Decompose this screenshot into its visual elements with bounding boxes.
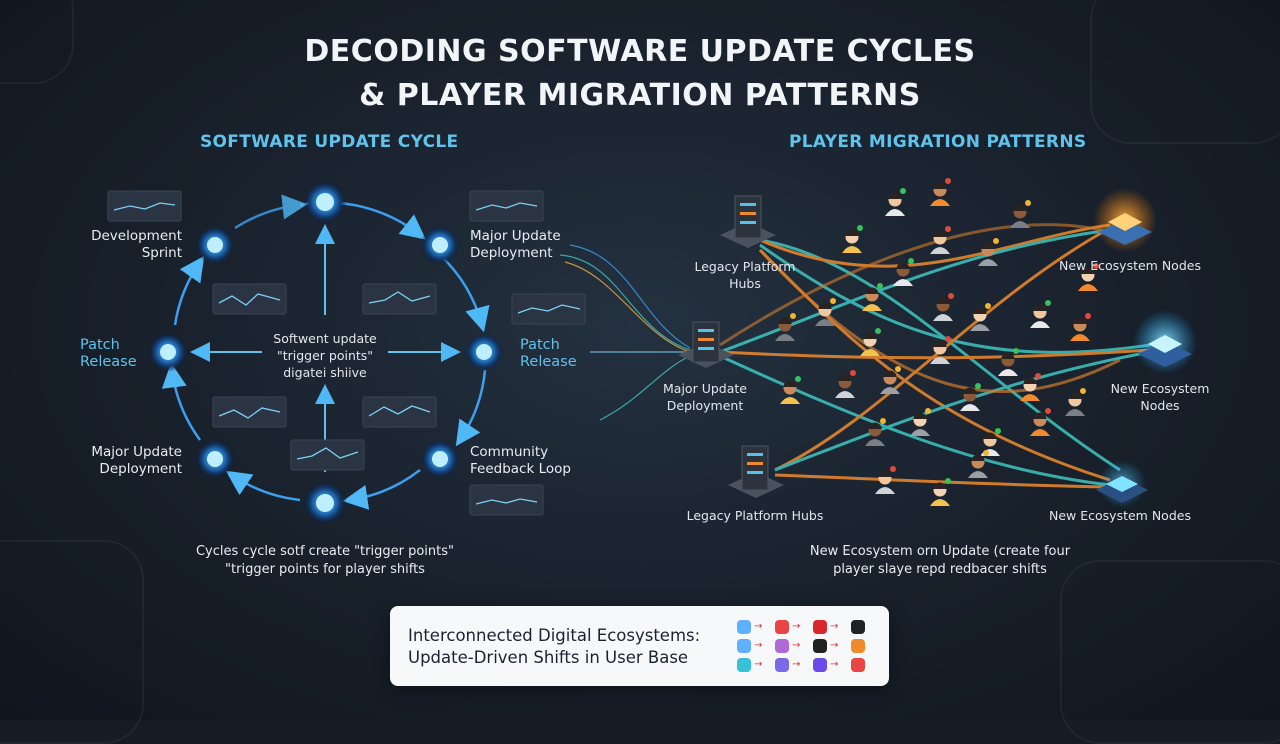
- arrow-right-icon: →: [754, 640, 763, 651]
- app-icon: [851, 639, 865, 653]
- app-icon: [813, 658, 827, 672]
- app-icon: [851, 658, 865, 672]
- summary-card-text: Interconnected Digital Ecosystems: Updat…: [408, 626, 701, 667]
- new-ecosystem-node-top: [1093, 188, 1157, 252]
- user-avatars: [775, 178, 1099, 506]
- label-center-trigger: Softwent update"trigger points"digatei s…: [273, 331, 377, 380]
- user-avatar: [930, 336, 951, 364]
- user-avatar: [930, 226, 951, 254]
- mini-chart-panels: [107, 190, 586, 516]
- decor-shape: [1090, 0, 1280, 144]
- left-caption: Cycles cycle sotf create "trigger points…: [195, 544, 454, 577]
- summary-card: Interconnected Digital Ecosystems: Updat…: [390, 606, 889, 686]
- user-avatar: [960, 383, 981, 411]
- arrow-right-icon: →: [830, 659, 839, 670]
- user-avatar: [880, 366, 901, 394]
- background: [0, 0, 1280, 720]
- decor-shape: [0, 0, 74, 84]
- diagram-canvas: [107, 178, 1197, 525]
- user-avatar: [835, 370, 856, 398]
- label-new-top: New Ecosystem Nodes: [1059, 258, 1201, 273]
- arrow-right-icon: →: [792, 659, 801, 670]
- major-update-server: [678, 321, 734, 368]
- user-avatar: [862, 283, 883, 311]
- user-avatar: [930, 178, 951, 206]
- app-icon: [775, 620, 789, 634]
- user-avatar: [815, 298, 836, 326]
- user-avatar: [1030, 300, 1051, 328]
- user-avatar: [885, 188, 906, 216]
- user-avatar: [842, 225, 863, 253]
- label-legacy-bottom: Legacy Platform Hubs: [686, 508, 824, 523]
- legacy-server-bottom: [728, 445, 784, 498]
- user-avatar: [910, 408, 931, 436]
- app-icon: [737, 620, 751, 634]
- user-avatar: [1078, 263, 1099, 291]
- user-avatar: [1010, 200, 1031, 228]
- legacy-server-top: [720, 195, 776, 248]
- app-icon: [813, 620, 827, 634]
- user-avatar: [875, 466, 896, 494]
- arrow-right-icon: →: [754, 621, 763, 632]
- right-heading: PLAYER MIGRATION PATTERNS: [789, 132, 1087, 152]
- new-ecosystem-node-bottom: [1096, 460, 1148, 508]
- user-avatar: [1020, 373, 1041, 401]
- user-avatar: [865, 418, 886, 446]
- user-avatar: [1030, 408, 1051, 436]
- user-avatar: [775, 313, 796, 341]
- app-icon: [737, 658, 751, 672]
- user-avatar: [970, 303, 991, 331]
- user-avatar: [1070, 313, 1091, 341]
- user-avatar: [978, 238, 999, 266]
- new-ecosystem-node-mid: [1133, 310, 1197, 374]
- arrow-right-icon: →: [830, 621, 839, 632]
- left-heading: SOFTWARE UPDATE CYCLE: [200, 132, 459, 152]
- page-title: DECODING SOFTWARE UPDATE CYCLES & PLAYER…: [0, 30, 1280, 118]
- arrow-right-icon: →: [830, 640, 839, 651]
- update-cycle-ring: [161, 194, 490, 510]
- app-icon: [775, 658, 789, 672]
- user-avatar: [780, 376, 801, 404]
- user-avatar: [933, 293, 954, 321]
- flow-lines: [559, 244, 691, 421]
- title-line-1: DECODING SOFTWARE UPDATE CYCLES: [304, 34, 976, 69]
- user-avatar: [860, 328, 881, 356]
- migration-lines: [719, 223, 1151, 489]
- arrow-right-icon: →: [754, 659, 763, 670]
- user-avatar: [930, 478, 951, 506]
- label-new-bottom: New Ecosystem Nodes: [1049, 508, 1191, 523]
- app-icon: [813, 639, 827, 653]
- user-avatar: [998, 348, 1019, 376]
- user-avatar: [1065, 388, 1086, 416]
- app-icon: [851, 620, 865, 634]
- title-line-2: & PLAYER MIGRATION PATTERNS: [359, 78, 921, 113]
- app-icon: [775, 639, 789, 653]
- mini-chart-lines: [113, 202, 581, 505]
- app-icon: [737, 639, 751, 653]
- cycle-nodes: [148, 180, 504, 525]
- user-avatar: [968, 450, 989, 478]
- arrow-right-icon: →: [792, 621, 801, 632]
- user-avatar: [893, 258, 914, 286]
- arrow-right-icon: →: [792, 640, 801, 651]
